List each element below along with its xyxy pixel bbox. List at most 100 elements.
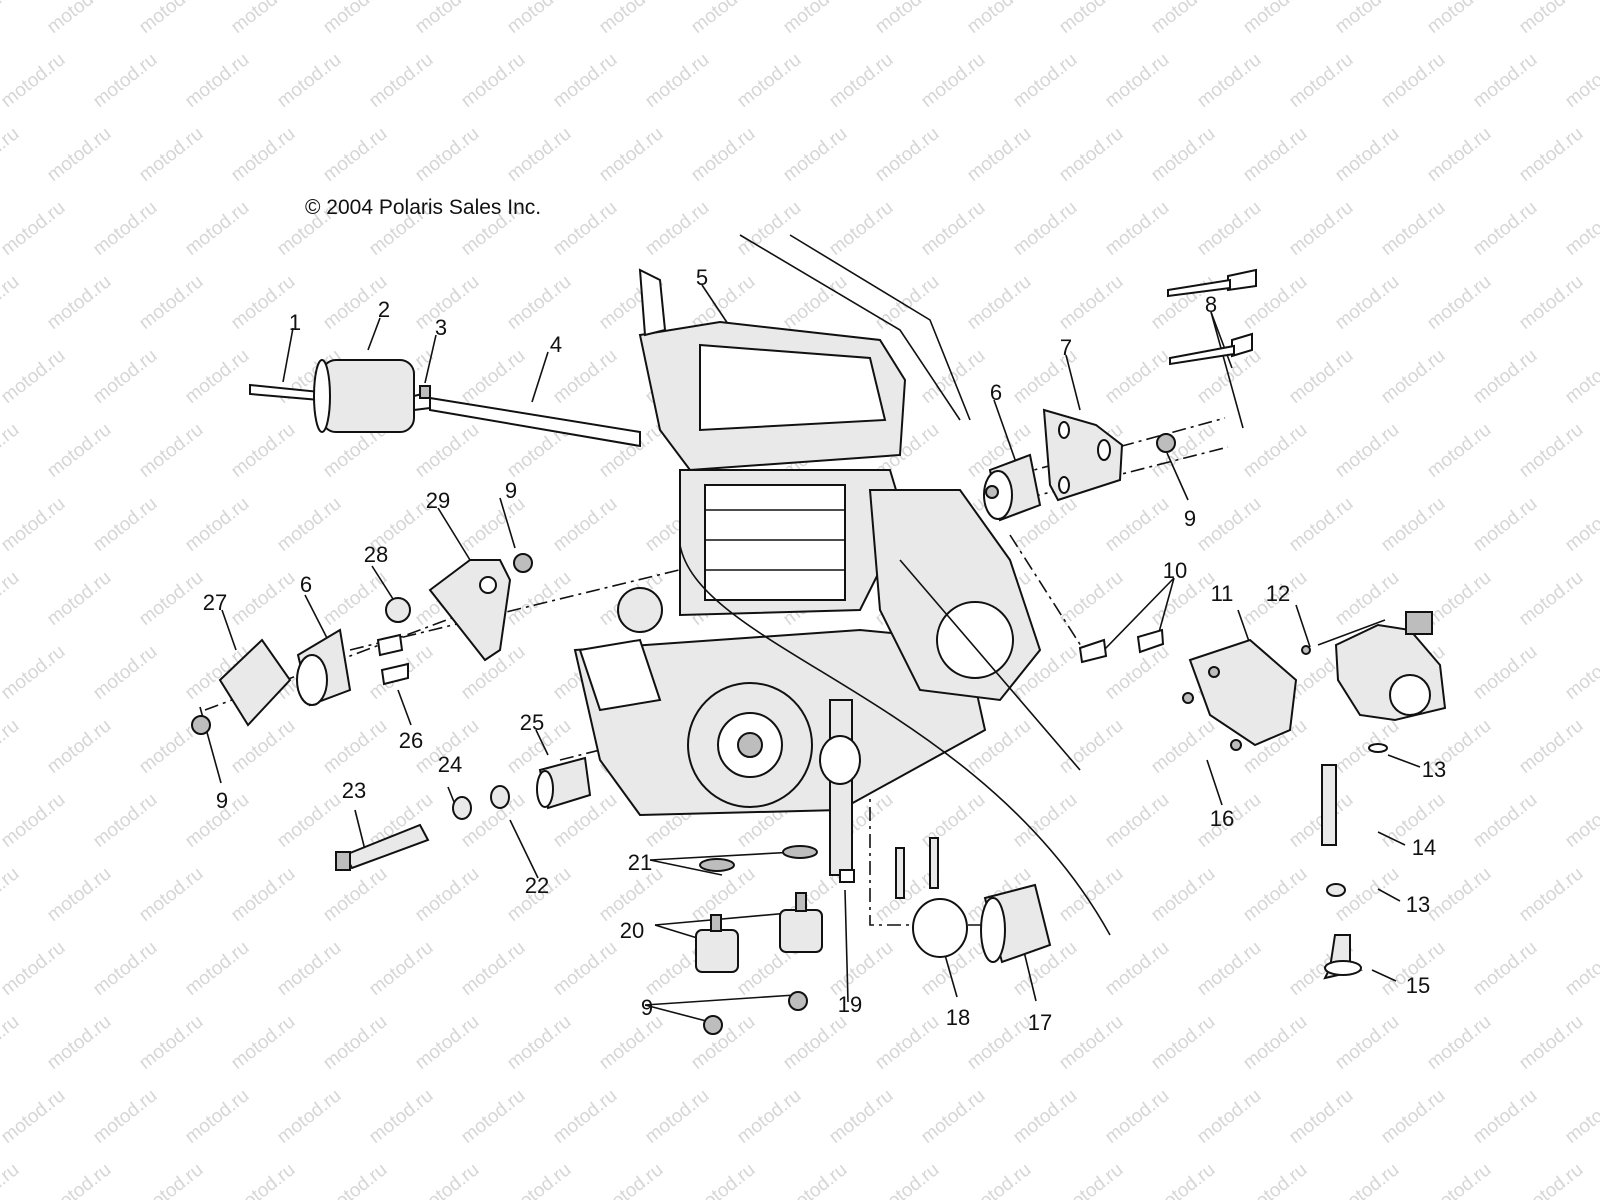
watermark-text: motod.ru bbox=[549, 49, 621, 112]
watermark-text: motod.ru bbox=[733, 197, 805, 260]
bracket-icon bbox=[1042, 408, 1124, 502]
engine-mount-icon bbox=[218, 559, 512, 727]
watermark-text: motod.ru bbox=[1515, 567, 1587, 630]
watermark-text: motod.ru bbox=[0, 271, 23, 334]
watermark-text: motod.ru bbox=[733, 49, 805, 112]
leader-lines bbox=[199, 284, 1421, 1023]
watermark-text: motod.ru bbox=[963, 1011, 1035, 1074]
watermark-text: motod.ru bbox=[89, 937, 161, 1000]
watermark-text: motod.ru bbox=[0, 493, 69, 556]
callout-3: 3 bbox=[435, 315, 447, 340]
watermark-text: motod.ru bbox=[1193, 937, 1265, 1000]
watermark-text: motod.ru bbox=[1561, 937, 1600, 1000]
watermark-text: motod.ru bbox=[89, 197, 161, 260]
watermark-text: motod.ru bbox=[1469, 641, 1541, 704]
watermark-text: motod.ru bbox=[917, 1085, 989, 1148]
watermark-text: motod.ru bbox=[1423, 1159, 1495, 1200]
watermark-text: motod.ru bbox=[779, 1159, 851, 1200]
watermark-text: motod.ru bbox=[89, 493, 161, 556]
callout-9: 9 bbox=[216, 788, 228, 813]
watermark-text: motod.ru bbox=[1469, 493, 1541, 556]
watermark-text: motod.ru bbox=[273, 1085, 345, 1148]
watermark-text: motod.ru bbox=[1147, 0, 1219, 38]
watermark-text: motod.ru bbox=[1423, 0, 1495, 38]
callout-24: 24 bbox=[438, 752, 462, 777]
watermark-text: motod.ru bbox=[1331, 1011, 1403, 1074]
watermark-text: motod.ru bbox=[687, 1159, 759, 1200]
watermark-text: motod.ru bbox=[0, 789, 69, 852]
watermark-text: motod.ru bbox=[1147, 715, 1219, 778]
watermark-text: motod.ru bbox=[1285, 197, 1357, 260]
watermark-text: motod.ru bbox=[135, 123, 207, 186]
watermark-text: motod.ru bbox=[411, 271, 483, 334]
watermark-text: motod.ru bbox=[1193, 1085, 1265, 1148]
watermark-text: motod.ru bbox=[319, 1011, 391, 1074]
watermark-text: motod.ru bbox=[1515, 123, 1587, 186]
watermark-text: motod.ru bbox=[1331, 567, 1403, 630]
callout-13: 13 bbox=[1406, 892, 1430, 917]
watermark-text: motod.ru bbox=[1515, 1159, 1587, 1200]
watermark-text: motod.ru bbox=[1469, 49, 1541, 112]
watermark-text: motod.ru bbox=[135, 567, 207, 630]
watermark-text: motod.ru bbox=[43, 1011, 115, 1074]
watermark-text: motod.ru bbox=[1101, 1085, 1173, 1148]
watermark-text: motod.ru bbox=[0, 197, 69, 260]
watermark-text: motod.ru bbox=[733, 1085, 805, 1148]
watermark-text: motod.ru bbox=[1515, 271, 1587, 334]
watermark-text: motod.ru bbox=[365, 1085, 437, 1148]
watermark-text: motod.ru bbox=[779, 123, 851, 186]
engine-mount-icon bbox=[983, 453, 1042, 522]
callout-15: 15 bbox=[1406, 973, 1430, 998]
watermark-text: motod.ru bbox=[227, 715, 299, 778]
callout-20: 20 bbox=[620, 918, 644, 943]
callout-11: 11 bbox=[1211, 581, 1234, 606]
watermark-text: motod.ru bbox=[503, 123, 575, 186]
watermark-text: motod.ru bbox=[89, 49, 161, 112]
callout-2: 2 bbox=[378, 297, 390, 322]
watermark-text: motod.ru bbox=[1055, 715, 1127, 778]
callout-8: 8 bbox=[1205, 292, 1217, 317]
watermark-text: motod.ru bbox=[43, 1159, 115, 1200]
watermark-text: motod.ru bbox=[871, 0, 943, 38]
watermark-text: motod.ru bbox=[1469, 937, 1541, 1000]
watermark-text: motod.ru bbox=[0, 345, 69, 408]
watermark-text: motod.ru bbox=[1009, 789, 1081, 852]
watermark-text: motod.ru bbox=[1101, 493, 1173, 556]
watermark-text: motod.ru bbox=[227, 419, 299, 482]
watermark-text: motod.ru bbox=[1009, 1085, 1081, 1148]
bolt-icon bbox=[1078, 628, 1165, 664]
watermark-text: motod.ru bbox=[687, 1011, 759, 1074]
watermark-text: motod.ru bbox=[0, 1159, 23, 1200]
watermark-text: motod.ru bbox=[1331, 419, 1403, 482]
watermark-text: motod.ru bbox=[43, 123, 115, 186]
throttle-body-icon bbox=[1301, 611, 1447, 722]
watermark-text: motod.ru bbox=[1561, 493, 1600, 556]
watermark-text: motod.ru bbox=[0, 1085, 69, 1148]
watermark-text: motod.ru bbox=[135, 1011, 207, 1074]
callout-6: 6 bbox=[300, 572, 312, 597]
watermark-text: motod.ru bbox=[227, 1159, 299, 1200]
watermark-text: motod.ru bbox=[1469, 1085, 1541, 1148]
watermark-text: motod.ru bbox=[1331, 1159, 1403, 1200]
watermark-text: motod.ru bbox=[1561, 197, 1600, 260]
watermark-text: motod.ru bbox=[1331, 715, 1403, 778]
watermark-text: motod.ru bbox=[1331, 123, 1403, 186]
watermark-text: motod.ru bbox=[1101, 345, 1173, 408]
watermark-text: motod.ru bbox=[825, 197, 897, 260]
watermark-text: motod.ru bbox=[1331, 271, 1403, 334]
watermark-text: motod.ru bbox=[503, 1159, 575, 1200]
watermark-text: motod.ru bbox=[365, 49, 437, 112]
watermark-text: motod.ru bbox=[1193, 197, 1265, 260]
watermark-text: motod.ru bbox=[871, 1159, 943, 1200]
callout-13: 13 bbox=[1422, 757, 1446, 782]
watermark-text: motod.ru bbox=[503, 271, 575, 334]
watermark-text: motod.ru bbox=[1423, 271, 1495, 334]
watermark-text: motod.ru bbox=[0, 863, 23, 926]
watermark-text: motod.ru bbox=[1147, 123, 1219, 186]
callout-18: 18 bbox=[946, 1005, 970, 1030]
watermark-text: motod.ru bbox=[871, 123, 943, 186]
watermark-text: motod.ru bbox=[1423, 419, 1495, 482]
watermark-text: motod.ru bbox=[779, 1011, 851, 1074]
